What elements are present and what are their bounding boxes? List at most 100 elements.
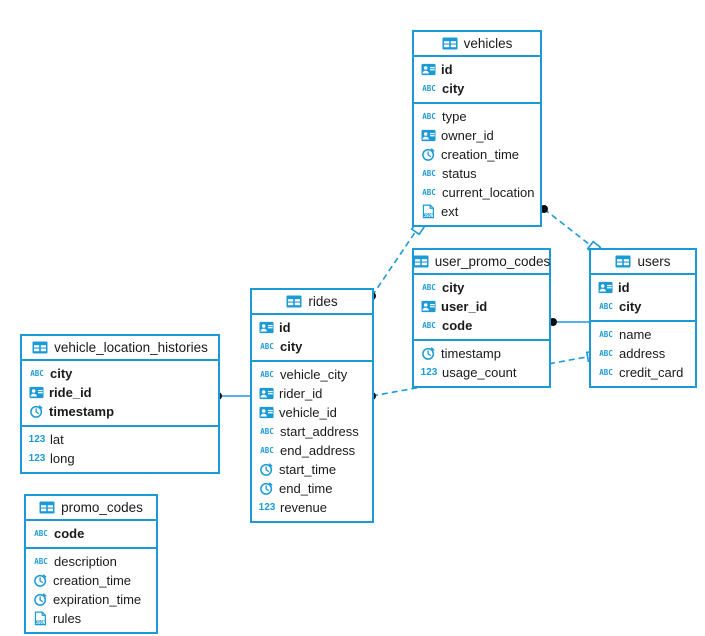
field-label: code [442,318,473,333]
clock-icon [33,592,48,607]
primary-key-section: ABC code [26,521,156,547]
field-row[interactable]: ride_id [22,383,218,402]
abc-icon: ABC [30,368,44,378]
field-label: status [442,166,477,181]
table-icon [286,295,302,308]
field-label: vehicle_city [280,367,348,382]
field-row[interactable]: user_id [414,297,549,316]
field-row[interactable]: creation_time [26,571,156,590]
abc-icon: ABC [422,187,436,197]
field-label: start_time [279,462,337,477]
field-row[interactable]: timestamp [414,344,549,363]
svg-text:JSON: JSON [424,213,434,218]
field-label: city [50,366,73,381]
id-card-icon [598,280,613,295]
field-row[interactable]: vehicle_id [252,403,372,422]
123-icon: 123 [420,366,438,378]
field-label: creation_time [53,573,132,588]
field-row[interactable]: creation_time [414,145,540,164]
field-label: id [618,280,630,295]
field-label: creation_time [441,147,520,162]
field-label: start_address [280,424,359,439]
field-label: rules [53,611,82,626]
field-label: user_id [441,299,488,314]
abc-icon: ABC [34,528,48,538]
entity-title-users[interactable]: users [591,250,695,275]
field-row[interactable]: owner_id [414,126,540,145]
field-row[interactable]: id [591,278,695,297]
field-label: lat [50,432,64,447]
field-label: ride_id [49,385,92,400]
column-section: timestamp 123 usage_count [414,339,549,386]
entity-name: user_promo_codes [434,254,551,269]
field-label: usage_count [442,365,517,380]
field-label: code [54,526,85,541]
entity-title-user_promo_codes[interactable]: user_promo_codes [413,250,551,275]
json-icon: JSON [33,611,48,626]
field-row[interactable]: id [252,318,372,337]
field-row[interactable]: start_time [252,460,372,479]
field-row[interactable]: 123 usage_count [414,363,549,382]
abc-icon: ABC [422,83,436,93]
field-row[interactable]: end_time [252,479,372,498]
field-label: expiration_time [53,592,142,607]
relationship-vehicles-to-users[interactable] [540,205,602,256]
abc-icon: ABC [599,329,613,339]
abc-icon: ABC [599,367,613,377]
table-icon [413,255,429,268]
id-card-icon [29,385,44,400]
entity-title-promo_codes[interactable]: promo_codes [26,496,156,521]
field-row[interactable]: timestamp [22,402,218,421]
field-label: end_time [279,481,333,496]
abc-icon: ABC [599,348,613,358]
field-row[interactable]: id [414,60,540,79]
clock-icon [259,462,274,477]
relationship-user-promo-codes-to-users[interactable] [549,318,589,326]
table-icon [615,255,631,268]
field-row[interactable]: expiration_time [26,590,156,609]
entity-title-vehicles[interactable]: vehicles [414,32,540,57]
abc-icon: ABC [422,111,436,121]
svg-text:JSON: JSON [36,620,46,625]
field-row[interactable]: ABC code [26,524,156,543]
entity-title-vehicle_location_histories[interactable]: vehicle_location_histories [22,336,218,361]
field-row[interactable]: ABC city [22,364,218,383]
field-row[interactable]: ABC current_location [414,183,540,202]
field-row[interactable]: JSON rules [26,609,156,628]
field-label: vehicle_id [279,405,337,420]
field-row[interactable]: rider_id [252,384,372,403]
field-label: current_location [442,185,535,200]
abc-icon: ABC [260,341,274,351]
id-card-icon [259,386,274,401]
entity-title-rides[interactable]: rides [252,290,372,315]
field-label: owner_id [441,128,494,143]
